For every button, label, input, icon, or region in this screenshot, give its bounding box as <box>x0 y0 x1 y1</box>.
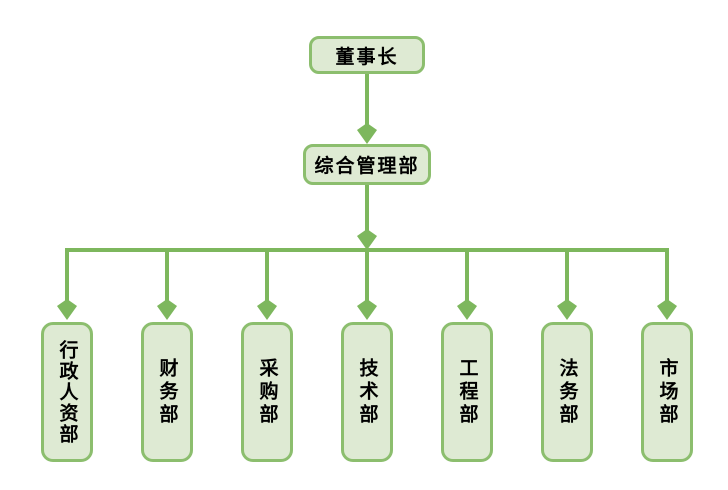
node-legal: 法务部 <box>541 322 593 462</box>
node-procurement: 采购部 <box>241 322 293 462</box>
node-chairman: 董事长 <box>309 36 425 74</box>
node-technology: 技术部 <box>341 322 393 462</box>
arrowhead-dept-2 <box>157 299 177 320</box>
arrowhead-rail <box>357 229 377 250</box>
node-finance: 财务部 <box>141 322 193 462</box>
arrowhead-dept-7 <box>657 299 677 320</box>
arrowhead-dept-4 <box>357 299 377 320</box>
arrowhead-dept-6 <box>557 299 577 320</box>
node-marketing: 市场部 <box>641 322 693 462</box>
arrowhead-dept-5 <box>457 299 477 320</box>
node-engineering: 工程部 <box>441 322 493 462</box>
arrowheads <box>57 123 677 320</box>
node-admin-hr: 行政人资部 <box>41 322 93 462</box>
node-general-management: 综合管理部 <box>303 144 431 185</box>
arrowhead-dept-3 <box>257 299 277 320</box>
arrowhead-dept-1 <box>57 299 77 320</box>
arrowhead-gm <box>357 123 377 144</box>
